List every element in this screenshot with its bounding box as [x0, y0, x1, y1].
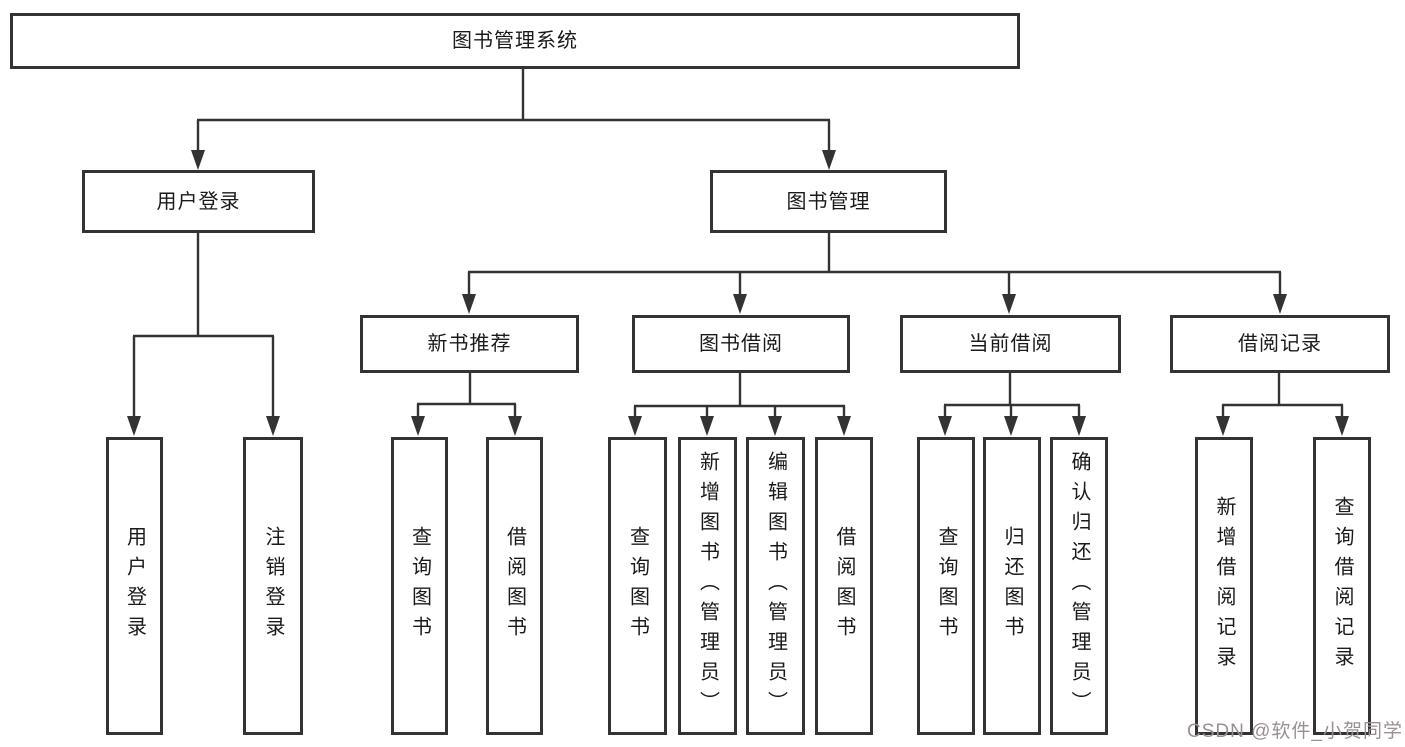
watermark: CSDN @软件_小贺同学 — [1187, 721, 1403, 742]
node-book-management: 图书管理 — [710, 170, 947, 233]
node-current-borrowing: 当前借阅 — [900, 315, 1121, 373]
node-new-book-recommend: 新书推荐 — [360, 315, 579, 373]
leaf-user-login: 用户登录 — [106, 437, 163, 735]
leaf-logout: 注销登录 — [243, 437, 303, 735]
leaf-confirm-return-admin: 确认归还（管理员） — [1050, 437, 1108, 735]
leaf-borrow-books-recommend: 借阅图书 — [486, 437, 543, 735]
leaf-query-borrow-record: 查询借阅记录 — [1313, 437, 1371, 735]
node-book-borrowing: 图书借阅 — [632, 315, 850, 373]
leaf-borrow-books-borrowing: 借阅图书 — [815, 437, 873, 735]
node-borrowing-records: 借阅记录 — [1170, 315, 1390, 373]
leaf-query-books-current: 查询图书 — [917, 437, 975, 735]
node-user-login: 用户登录 — [82, 170, 315, 233]
leaf-query-books-borrowing: 查询图书 — [608, 437, 667, 735]
leaf-return-books: 归还图书 — [983, 437, 1041, 735]
leaf-query-books-recommend: 查询图书 — [391, 437, 448, 735]
leaf-add-borrow-record: 新增借阅记录 — [1195, 437, 1253, 735]
leaf-edit-book-admin: 编辑图书（管理员） — [746, 437, 805, 735]
node-book-management-system: 图书管理系统 — [10, 13, 1020, 69]
leaf-add-book-admin: 新增图书（管理员） — [678, 437, 737, 735]
